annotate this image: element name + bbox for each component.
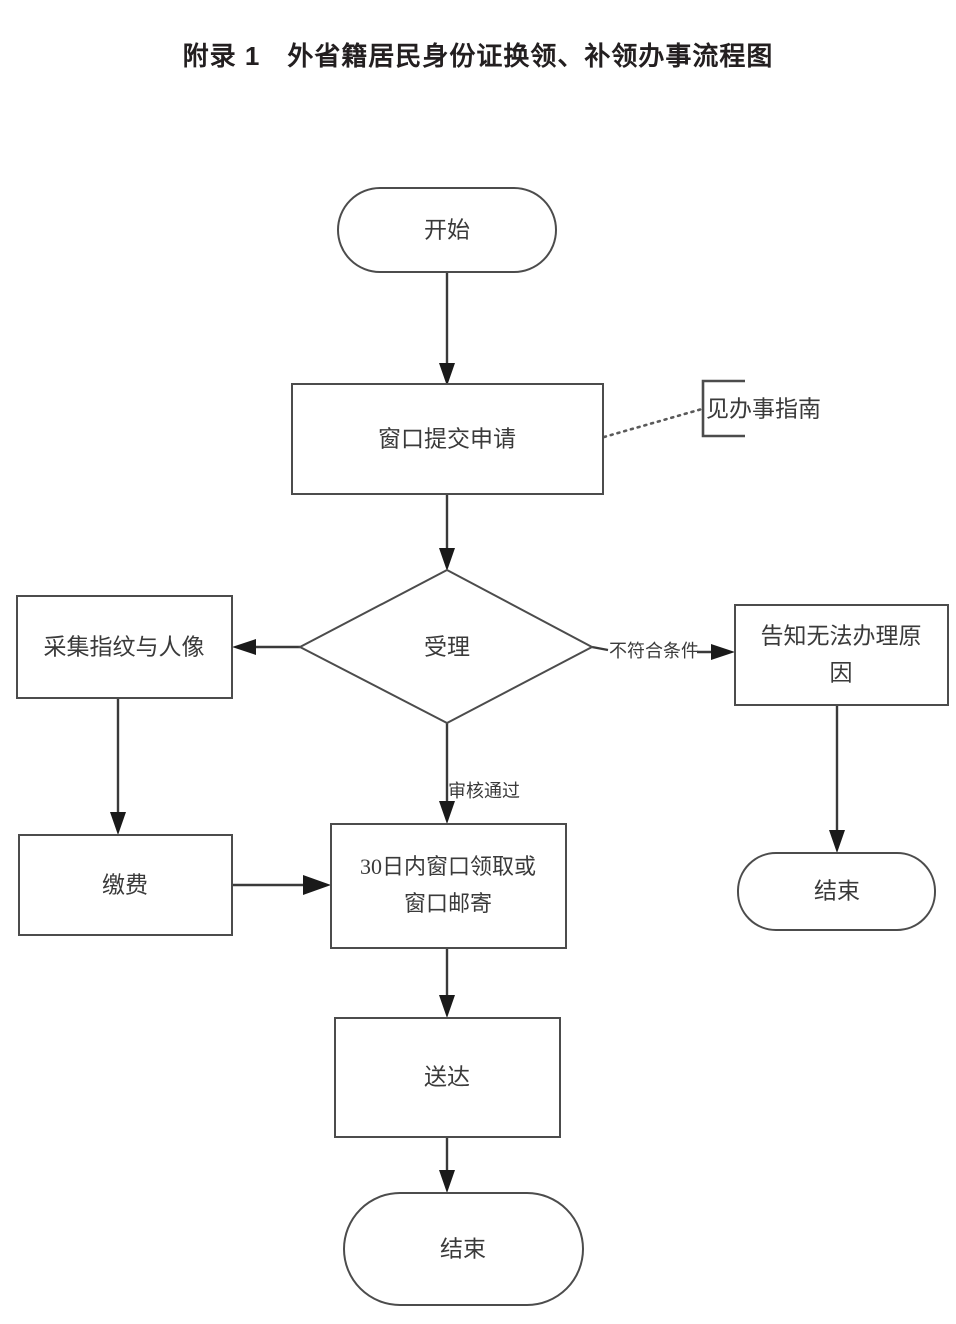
node-submit-application[interactable]: 窗口提交申请	[291, 383, 604, 495]
node-start[interactable]: 开始	[337, 187, 557, 273]
node-collect-biometrics[interactable]: 采集指纹与人像	[16, 595, 233, 699]
edge-accept-to-notify: 不符合条件	[591, 641, 735, 661]
edge-label-reject: 不符合条件	[609, 641, 699, 661]
node-pickup-or-mail[interactable]: 30日内窗口领取或 窗口邮寄	[330, 823, 567, 949]
edge-collect-to-pay	[110, 698, 126, 835]
node-pickup-or-mail-label-line1: 30日内窗口领取或	[360, 854, 536, 879]
node-end-main[interactable]: 结束	[343, 1192, 584, 1306]
edge-submit-to-accept	[439, 494, 455, 571]
edge-pay-to-pickup	[232, 875, 331, 895]
node-end-reject[interactable]: 结束	[737, 852, 936, 931]
node-notify-reason[interactable]: 告知无法办理原 因	[734, 604, 949, 706]
node-layer: 开始 窗口提交申请 受理 采集指纹与人像 告知无法办理原 因	[16, 187, 949, 1306]
node-deliver[interactable]: 送达	[334, 1017, 561, 1138]
node-notify-reason-label-line1: 告知无法办理原	[761, 623, 922, 648]
edge-notify-to-end	[829, 705, 845, 853]
edge-label-approve: 审核通过	[448, 781, 520, 801]
node-pay-fee[interactable]: 缴费	[18, 834, 233, 936]
edge-pickup-to-deliver	[439, 948, 455, 1018]
node-submit-application-label: 窗口提交申请	[378, 426, 516, 451]
page-title: 附录 1 外省籍居民身份证换领、补领办事流程图	[182, 41, 774, 71]
edge-layer: 不符合条件 审核通过	[110, 272, 845, 1193]
node-collect-biometrics-label: 采集指纹与人像	[44, 634, 205, 659]
edge-accept-to-collect	[232, 639, 300, 655]
node-notify-reason-label-line2: 因	[830, 660, 853, 685]
edge-submit-to-note	[602, 407, 704, 439]
annotation-see-guide: 见办事指南	[701, 379, 821, 438]
node-start-label: 开始	[424, 217, 470, 242]
node-accept-decision-label: 受理	[424, 634, 470, 659]
annotation-see-guide-label: 见办事指南	[706, 396, 821, 421]
node-pickup-or-mail-label-line2: 窗口邮寄	[404, 891, 492, 916]
edge-accept-to-pickup: 审核通过	[439, 723, 520, 824]
left-bracket-icon	[701, 379, 745, 438]
edge-start-to-submit	[439, 272, 455, 386]
node-accept-decision[interactable]: 受理	[297, 568, 595, 725]
node-pay-fee-label: 缴费	[102, 872, 148, 897]
node-end-reject-label: 结束	[814, 878, 860, 903]
node-end-main-label: 结束	[440, 1236, 486, 1261]
edge-deliver-to-end	[439, 1137, 455, 1193]
node-deliver-label: 送达	[424, 1064, 470, 1089]
